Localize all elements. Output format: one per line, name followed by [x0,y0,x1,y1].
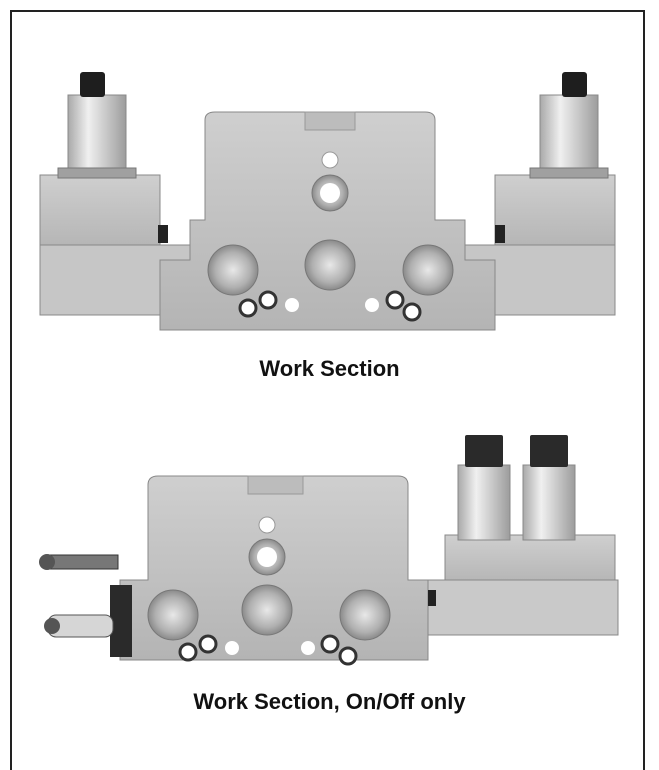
figure-caption-work-section: Work Section [259,356,400,381]
left-solenoid-connector [80,72,105,97]
manual-lever-arm [47,554,119,570]
right-solenoid-connector [562,72,587,97]
onoff-solenoid-housing [444,534,616,586]
manual-lever-housing [110,585,132,657]
right-solenoid-coil [539,94,599,171]
onoff-solenoid-coil-1 [457,464,511,541]
onoff-solenoid-connector-1 [465,435,503,467]
port-a [207,244,259,296]
top-block [304,111,356,131]
onoff-solenoid-connector-2 [530,435,568,467]
work-section-onoff-illustration [39,435,619,666]
left-housing [39,174,161,251]
figure-caption-work-section-onoff: Work Section, On/Off only [193,689,466,714]
port-p [304,239,356,291]
right-housing [494,174,616,251]
left-solenoid-coil [67,94,127,171]
center-body [159,111,496,331]
onoff-solenoid-coil-2 [522,464,576,541]
small-hole [321,151,339,169]
work-section-illustration [39,72,616,331]
figure-frame [10,10,645,770]
port-b [402,244,454,296]
